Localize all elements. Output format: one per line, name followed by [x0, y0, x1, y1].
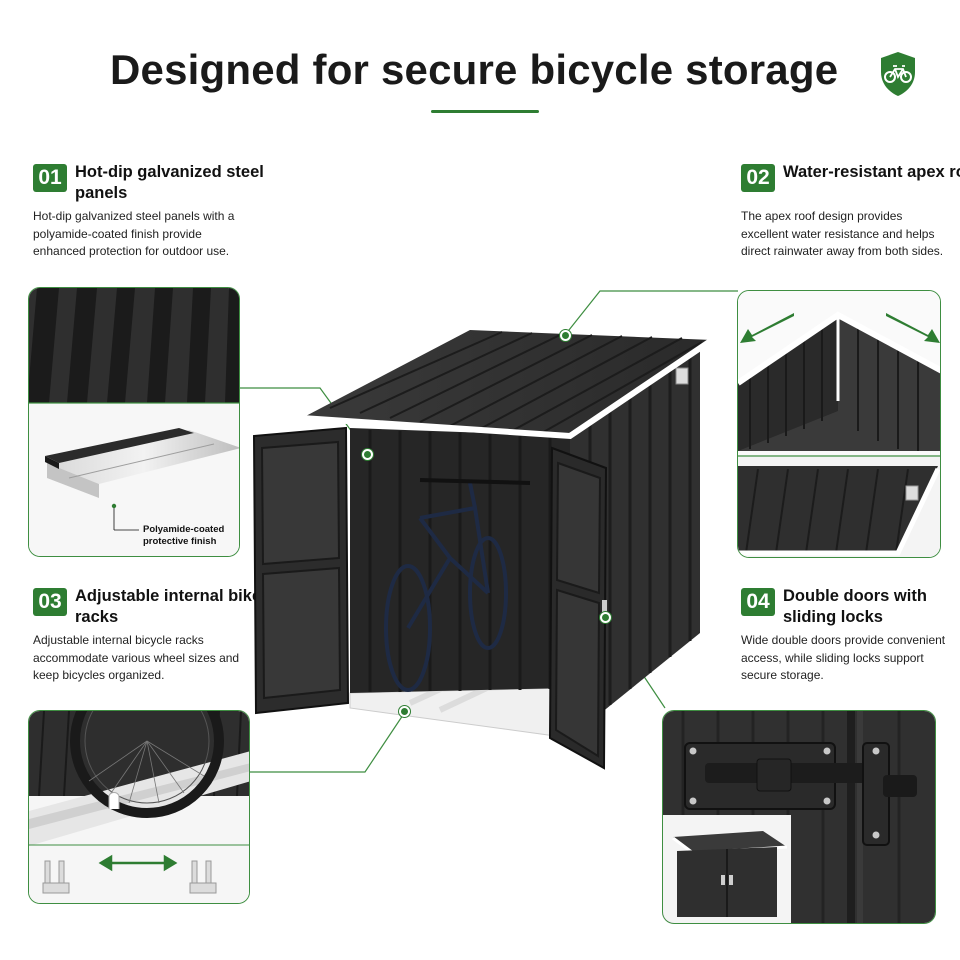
feature-04: 04 Double doors with sliding locks Wide … [741, 586, 951, 706]
shield-bicycle-icon [881, 52, 915, 96]
feature-description: Hot-dip galvanized steel panels with a p… [33, 209, 235, 258]
feature-title: Hot-dip galvanized steel panels [75, 163, 264, 202]
headline: Designed for secure bicycle storage [0, 46, 960, 106]
feature-description: Wide double doors provide convenient acc… [741, 633, 946, 682]
sliding-lock-detail [662, 710, 936, 924]
sliding-lock-icon [684, 742, 917, 846]
feature-description: The apex roof design provides excellent … [741, 209, 944, 258]
apex-roof-detail [737, 290, 941, 558]
adjust-arrows-icon [98, 854, 178, 872]
feature-number: 01 [33, 164, 67, 192]
feature-title: Water-resistant apex roof [783, 163, 960, 181]
bicycle-icon [384, 482, 508, 692]
bike-rack-detail [28, 710, 250, 904]
callout-dot-roof [560, 330, 571, 341]
runoff-arrow-right-icon [886, 313, 940, 343]
feature-02: 02 Water-resistant apex roof The apex ro… [741, 162, 960, 282]
feature-title: Double doors with sliding locks [783, 587, 927, 626]
feature-03: 03 Adjustable internal bike racks Adjust… [33, 586, 261, 706]
feature-number: 03 [33, 588, 67, 616]
callout-dot-racks [399, 706, 410, 717]
feature-title: Adjustable internal bike racks [75, 587, 262, 626]
page-title: Designed for secure bicycle storage [110, 46, 839, 93]
finish-caption: Polyamide-coated protective finish [143, 524, 225, 547]
runoff-arrow-left-icon [740, 313, 794, 343]
feature-description: Adjustable internal bicycle racks accomm… [33, 633, 240, 682]
feature-number: 02 [741, 164, 775, 192]
callout-dot-panels [362, 449, 373, 460]
feature-01: 01 Hot-dip galvanized steel panels Hot-d… [33, 162, 264, 282]
steel-panel-detail: Polyamide-coated protective finish [28, 287, 240, 557]
callout-dot-locks [600, 612, 611, 623]
bike-shed-illustration [252, 330, 714, 770]
feature-number: 04 [741, 588, 775, 616]
title-underline [431, 110, 539, 113]
